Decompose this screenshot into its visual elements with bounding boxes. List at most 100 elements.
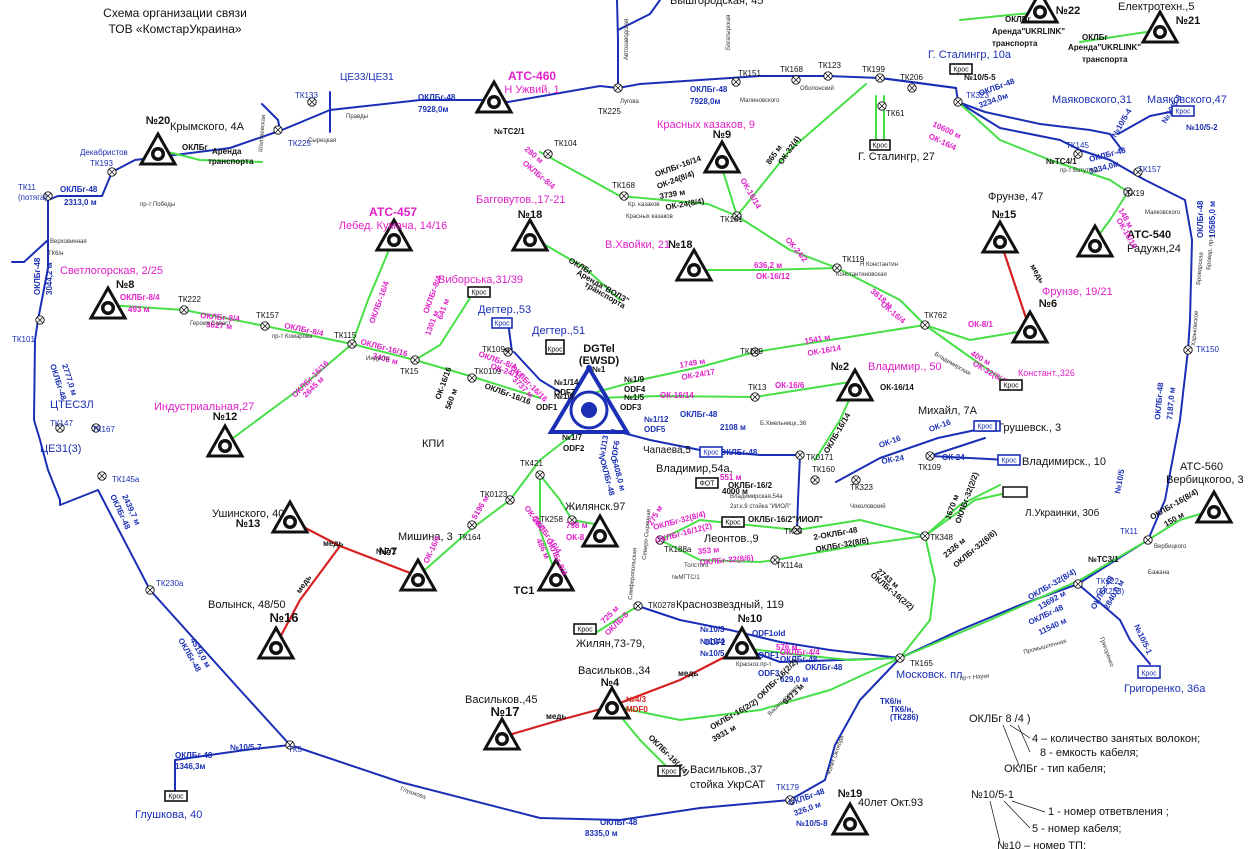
cable-label: 2108 м bbox=[720, 423, 746, 432]
manhole-tk168b: ТК168 bbox=[612, 181, 635, 201]
cable-label: ОКЛБг-48 bbox=[60, 185, 98, 194]
cross-box-k4: Крос bbox=[467, 286, 491, 298]
manhole-tk0278: ТК0278 bbox=[633, 601, 676, 611]
manhole-label-tk199: ТК199 bbox=[862, 65, 885, 74]
manhole-label-tk0171: ТК0171 bbox=[806, 453, 834, 462]
node-label-n2: №2 bbox=[831, 361, 849, 373]
cross-box-label: Крос bbox=[725, 520, 741, 527]
node-label-n10: №10 bbox=[738, 613, 763, 625]
manhole-tk157b: ТК157 bbox=[256, 311, 279, 331]
manhole-label-tk189: ТК189 bbox=[740, 347, 763, 356]
cable-label: ОКЛБг-8/4 bbox=[200, 311, 241, 323]
cable-label: №10/5-8 bbox=[796, 819, 828, 828]
cable-label: 7928,0м bbox=[690, 97, 720, 106]
manhole-tk145: ТК145 bbox=[1066, 141, 1089, 159]
place-p-mykh: Михайл, 7А bbox=[918, 405, 978, 417]
manhole-tk122: ТК122(ТК253) bbox=[1073, 577, 1125, 596]
node-lukr bbox=[1002, 486, 1028, 498]
node-n6: №6 bbox=[1010, 298, 1057, 344]
legend-tp-number: №10 – номер ТП; bbox=[997, 840, 1086, 849]
manhole-tk123: ТК123 bbox=[818, 61, 841, 81]
street-label: Владимирская,54а bbox=[730, 494, 783, 500]
manhole-label-tk104: ТК104 bbox=[554, 139, 577, 148]
cable-fiber-tk165-tk11 bbox=[899, 539, 1149, 659]
manhole-tk181: ТК181 bbox=[720, 211, 743, 224]
street-label: Б.Хмельницк.,36 bbox=[760, 421, 807, 427]
node-label-n15: №15 bbox=[992, 209, 1017, 221]
cable-label: ОК-24 bbox=[881, 453, 905, 466]
cable-label: 2313,0 м bbox=[64, 198, 97, 207]
cable-label: 7187,0 м bbox=[1165, 387, 1177, 420]
cable-copper-n17-n4 bbox=[500, 704, 614, 739]
node-label-n6: №6 bbox=[1039, 298, 1057, 310]
diagram-title: Схема организации связи ТОВ «КомстарУкра… bbox=[103, 6, 247, 36]
manhole-tk179: ТК179 bbox=[776, 783, 799, 805]
node-n12: №12 bbox=[205, 411, 245, 458]
cable-label: №10/5 bbox=[1113, 468, 1126, 494]
street-label: пр-т Науки bbox=[960, 673, 990, 682]
place-p-chap: Чапаева,5 bbox=[643, 445, 691, 456]
cable-copper-n15-n6 bbox=[998, 238, 1032, 332]
manhole-label-tk0123: ТК0123 bbox=[480, 490, 508, 499]
manhole-label-tk114a: ТК114а bbox=[776, 561, 803, 570]
manhole-tk0123: ТК0123 bbox=[480, 490, 515, 505]
cable-label: ODF7 bbox=[554, 388, 576, 397]
cable-label: ОКЛБг bbox=[1005, 15, 1031, 24]
place-p-glush: Глушкова, 40 bbox=[135, 809, 202, 821]
manhole-label-tk11: ТК11 bbox=[18, 183, 36, 192]
title-line2: ТОВ «КомстарУкраина» bbox=[108, 22, 241, 36]
manhole-tk15: ТК15 bbox=[400, 355, 420, 376]
cable-trunk-tk109-vlad bbox=[929, 455, 1009, 461]
cable-label: ОКЛБг-48 bbox=[780, 655, 818, 664]
node-label-n18b: №18 bbox=[668, 239, 693, 251]
cable-trunk-tk0171-tk25 bbox=[796, 454, 801, 531]
cable-label: ОКЛБг-4/4 bbox=[780, 648, 820, 657]
manhole-label-tk168b: ТК168 bbox=[612, 181, 635, 190]
place-p-zhyl97: Жилянск.97 bbox=[565, 501, 625, 513]
cable-fiber-tk206-tc41 bbox=[957, 101, 1129, 193]
manhole-tk323a: ТК323 bbox=[953, 91, 989, 107]
manhole-tk13: ТК13 bbox=[748, 383, 767, 402]
cross-box-k2: Крос bbox=[1171, 105, 1195, 117]
place-p-may31: Маяковского,31 bbox=[1052, 94, 1132, 106]
cable-fiber-n4-tk165 bbox=[611, 657, 901, 721]
manhole-label-tk188a: ТК188а bbox=[664, 545, 692, 554]
manhole-tk230a: ТК230а bbox=[145, 579, 184, 595]
place-p-vas45: Васильков.,45 bbox=[465, 694, 538, 706]
cable-label: Аренда"UKRLINK" bbox=[992, 27, 1065, 36]
cable-trunk-tk165-tk179 bbox=[789, 657, 901, 801]
manhole-tk165: ТК165 bbox=[895, 653, 933, 668]
place-p-kpi: КПИ bbox=[422, 438, 444, 450]
manhole-label-tk119: ТК119 bbox=[842, 255, 865, 264]
legend-capacity: 8 - емкость кабеля; bbox=[1040, 747, 1138, 759]
street-label: №МГТС/1 bbox=[672, 574, 700, 581]
cable-label: №10/5-4 bbox=[1110, 107, 1134, 139]
manhole-label-tk167: ТК167 bbox=[92, 425, 115, 434]
place-p-raduzh: Радужн,24 bbox=[1127, 243, 1181, 255]
cable-label: 1749 м bbox=[679, 357, 706, 370]
manhole-label-tk225: ТК225 bbox=[288, 139, 311, 148]
manhole-label-tk123: ТК123 bbox=[818, 61, 841, 70]
cable-copper-n13-n7 bbox=[288, 518, 420, 578]
manholes: ТК11(потяга)ТК193ТК225ТК133ТК104ТК225ТК1… bbox=[12, 61, 1219, 805]
place-p-zhyl73: Жилян,73-79, bbox=[576, 638, 645, 650]
cable-label: ОК-16 bbox=[878, 433, 903, 449]
cross-box-k3: Крос bbox=[869, 139, 891, 151]
place-p-ushin: Ушинского, 40 bbox=[212, 508, 284, 520]
node-ate560 bbox=[1194, 488, 1234, 524]
place-p-stal27: Г. Сталингр, 27 bbox=[858, 151, 935, 163]
place-p-40let: 40лет Окт.93 bbox=[858, 797, 923, 809]
cross-box-label: Крос bbox=[872, 143, 888, 150]
cable-label: №4/3 bbox=[626, 695, 647, 704]
cross-box-label: Крос bbox=[471, 290, 487, 297]
street-label: Оболонский bbox=[800, 85, 834, 92]
street-label: пр-т Комарова bbox=[272, 334, 313, 340]
node-label-dgtel: DGTel bbox=[583, 343, 615, 355]
cable-label: ODF1 bbox=[536, 403, 558, 412]
street-label: Бажана bbox=[1148, 570, 1170, 576]
cable-label: ОКЛБг-48 bbox=[600, 818, 638, 827]
manhole-label-tk225b: ТК225 bbox=[598, 107, 621, 116]
cable-label: №ТС4/1 bbox=[1046, 157, 1077, 166]
manhole-tk225b: ТК225 bbox=[598, 83, 623, 116]
